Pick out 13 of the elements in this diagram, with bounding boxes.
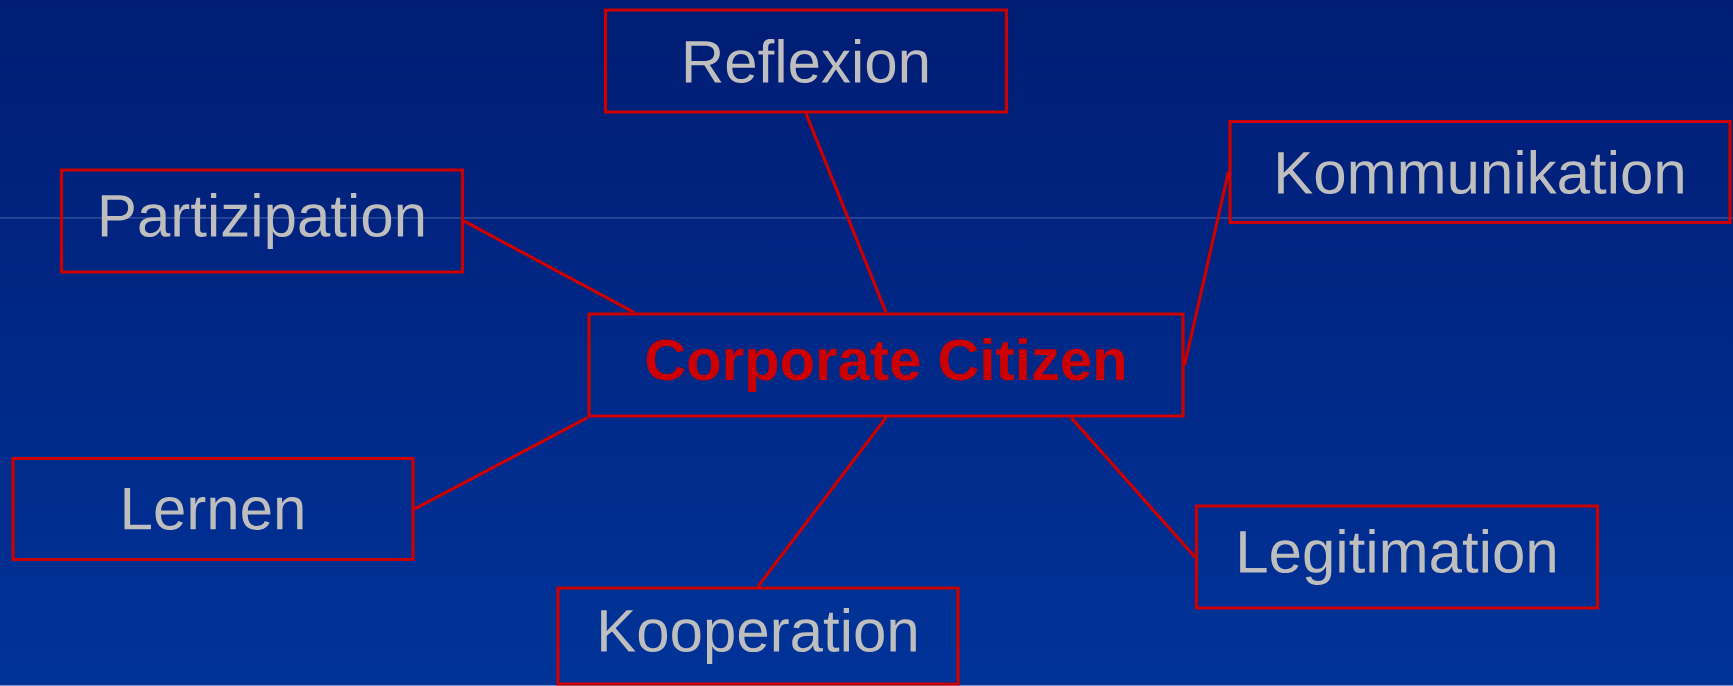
concept-box: Partizipation [59, 168, 465, 274]
connector-line [413, 416, 589, 511]
connector-line [756, 416, 888, 588]
concept-box: Kooperation [556, 586, 960, 686]
connector-line [463, 219, 635, 314]
concept-box: Kommunikation [1228, 119, 1732, 225]
concept-box: Lernen [11, 456, 415, 562]
connector-line [804, 113, 888, 313]
central-box: Corporate Citizen [587, 312, 1185, 418]
connector-line [1069, 416, 1197, 559]
concept-box: Reflexion [603, 8, 1009, 114]
connector-line [1183, 171, 1230, 366]
concept-box: Legitimation [1194, 504, 1600, 610]
